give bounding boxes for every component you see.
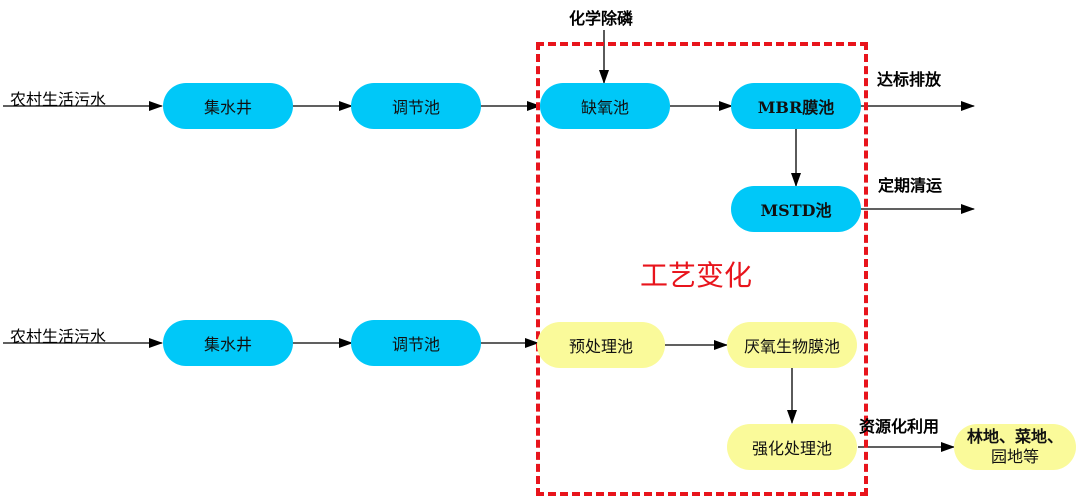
node-label: 缺氧池 <box>580 98 629 117</box>
diagram-title: 工艺变化 <box>640 259 753 292</box>
process-change-boundary <box>536 42 868 496</box>
top-collection-well-node[interactable]: 集水井 <box>163 83 293 129</box>
top-regulating-tank-node[interactable]: 调节池 <box>351 83 481 129</box>
node-label: 调节池 <box>391 335 440 354</box>
sludge-removal-label: 定期清运 <box>878 176 943 195</box>
node-label: MSTD池 <box>760 201 832 220</box>
bottom-input-label: 农村生活污水 <box>10 327 107 346</box>
pretreatment-tank-node[interactable]: 预处理池 <box>537 322 665 368</box>
destination-line2: 园地等 <box>990 447 1039 466</box>
node-label: 强化处理池 <box>751 439 832 458</box>
node-label: 调节池 <box>391 98 440 117</box>
discharge-label: 达标排放 <box>877 70 942 89</box>
bottom-regulating-tank-node[interactable]: 调节池 <box>351 320 481 366</box>
mbr-tank-node[interactable]: MBR膜池 <box>731 83 861 129</box>
chemical-phosphorus-removal-label: 化学除磷 <box>569 9 634 28</box>
mstd-tank-node[interactable]: MSTD池 <box>731 186 861 232</box>
anaerobic-biofilm-tank-node[interactable]: 厌氧生物膜池 <box>727 322 857 368</box>
bottom-collection-well-node[interactable]: 集水井 <box>163 320 293 366</box>
node-label: 集水井 <box>203 335 252 354</box>
top-input-label: 农村生活污水 <box>10 90 107 109</box>
enhanced-treatment-tank-node[interactable]: 强化处理池 <box>727 424 857 470</box>
node-label: 厌氧生物膜池 <box>743 337 840 356</box>
land-destination-node[interactable]: 林地、菜地、 园地等 <box>954 424 1076 470</box>
node-label: 预处理池 <box>568 337 633 356</box>
node-label: 集水井 <box>203 98 252 117</box>
resource-utilization-label: 资源化利用 <box>859 417 940 436</box>
node-label: MBR膜池 <box>757 98 835 117</box>
destination-line1: 林地、菜地、 <box>966 427 1063 446</box>
anoxic-tank-node[interactable]: 缺氧池 <box>540 83 670 129</box>
